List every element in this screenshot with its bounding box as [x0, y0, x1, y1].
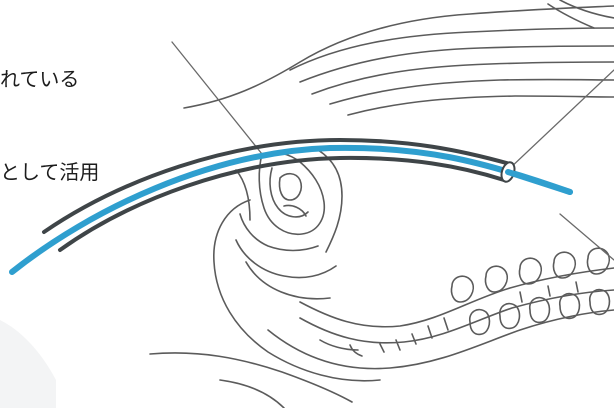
upper-strands — [184, 0, 614, 115]
body-contour — [150, 170, 380, 408]
tube-tip-scope-stub — [508, 172, 570, 192]
tube-inner-scope — [12, 148, 570, 272]
callout-line-left — [172, 42, 262, 154]
trachea-channel — [268, 268, 614, 369]
soft-shadow — [0, 320, 56, 408]
callout-line-right — [508, 70, 614, 170]
spine-vertebrae — [380, 248, 609, 352]
larynx-structure — [236, 150, 342, 299]
